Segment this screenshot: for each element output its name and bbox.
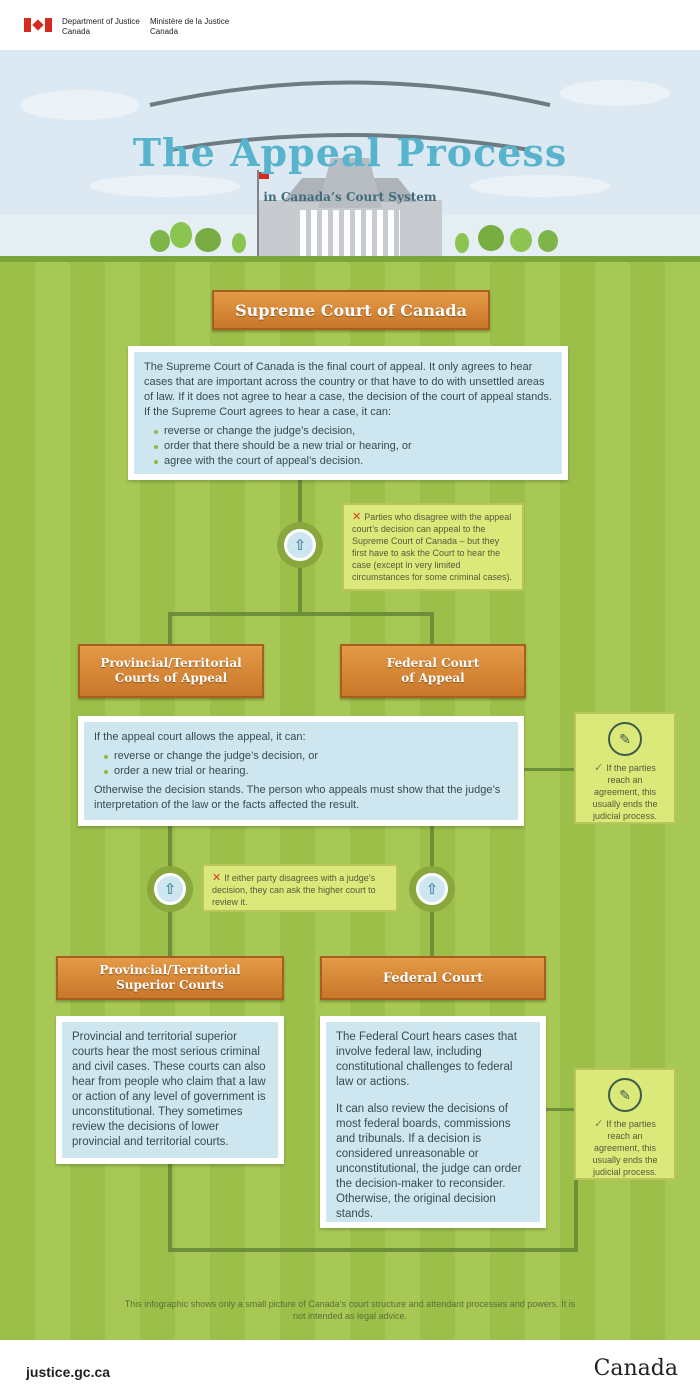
up-arrow-icon: ⇧ [147, 866, 193, 912]
appeal-outro: Otherwise the decision stands. The perso… [94, 784, 501, 811]
disclaimer: This infographic shows only a small pict… [124, 1299, 576, 1321]
tree-icon [232, 233, 246, 253]
provincial-courts-of-appeal-banner: Provincial/Territorial Courts of Appeal [78, 644, 264, 698]
connector-line [168, 1158, 172, 1250]
tree-icon [150, 230, 170, 252]
up-arrow-icon: ⇧ [277, 522, 323, 568]
page-subtitle: in Canada’s Court System [263, 190, 437, 204]
department-name-fr: Ministère de la Justice Canada [150, 17, 230, 36]
connector-line [546, 1108, 578, 1111]
title-arc-decoration [149, 80, 551, 152]
appeal-courts-description: If the appeal court allows the appeal, i… [78, 716, 524, 826]
connector-line [522, 768, 578, 771]
agreement-note: ✎ ✓If the parties reach an agreement, th… [574, 712, 676, 824]
agreement-note: ✎ ✓If the parties reach an agreement, th… [574, 1068, 676, 1180]
check-icon: ✓ [594, 1118, 604, 1130]
supreme-court-intro: The Supreme Court of Canada is the final… [144, 361, 552, 418]
tree-icon [170, 222, 192, 248]
tree-icon [455, 233, 469, 253]
canada-flag-icon [24, 18, 52, 32]
federal-court-description: The Federal Court hears cases that invol… [320, 1016, 546, 1228]
tree-icon [538, 230, 558, 252]
federal-court-paragraph: The Federal Court hears cases that invol… [336, 1031, 517, 1088]
federal-court-of-appeal-banner: Federal Court of Appeal [340, 644, 526, 698]
hero-illustration: The Appeal Process in Canada’s Court Sys… [0, 50, 700, 260]
provincial-superior-courts-banner: Provincial/Territorial Superior Courts [56, 956, 284, 1000]
ground-line [0, 256, 700, 262]
federal-court-banner: Federal Court [320, 956, 546, 1000]
tree-icon [510, 228, 532, 252]
handshake-icon: ✎ [608, 1078, 642, 1112]
connector-line [430, 612, 434, 646]
tree-icon [478, 225, 504, 251]
list-item: reverse or change the judge’s decision, [154, 424, 552, 439]
tree-icon [195, 228, 221, 252]
handshake-icon: ✎ [608, 722, 642, 756]
supreme-court-appeal-note: ✕Parties who disagree with the appeal co… [342, 503, 524, 591]
supreme-court-banner: Supreme Court of Canada [212, 290, 490, 330]
federal-court-paragraph: It can also review the decisions of most… [336, 1103, 522, 1220]
government-header: Department of Justice Canada Ministère d… [0, 0, 700, 50]
connector-line [574, 1108, 578, 1252]
up-arrow-icon: ⇧ [409, 866, 455, 912]
department-name-en: Department of Justice Canada [62, 17, 140, 36]
check-icon: ✓ [594, 762, 604, 774]
party-disagrees-note: ✕If either party disagrees with a judge’… [202, 864, 398, 912]
superior-courts-description: Provincial and territorial superior cour… [56, 1016, 284, 1164]
appeal-options: reverse or change the judge’s decision, … [104, 749, 508, 779]
footer: justice.gc.ca Canada [0, 1340, 700, 1400]
supreme-court-options: reverse or change the judge’s decision, … [154, 424, 552, 469]
website-link[interactable]: justice.gc.ca [26, 1364, 111, 1380]
appeal-intro: If the appeal court allows the appeal, i… [94, 731, 306, 743]
list-item: order a new trial or hearing. [104, 764, 508, 779]
cross-icon: ✕ [352, 511, 362, 523]
canada-wordmark: Canada [593, 1356, 678, 1381]
list-item: agree with the court of appeal’s decisio… [154, 454, 552, 469]
list-item: reverse or change the judge’s decision, … [104, 749, 508, 764]
cross-icon: ✕ [212, 872, 222, 884]
supreme-court-description: The Supreme Court of Canada is the final… [128, 346, 568, 480]
page-title: The Appeal Process [132, 130, 568, 175]
connector-line [168, 612, 172, 646]
connector-line [168, 612, 434, 616]
connector-line [168, 1248, 576, 1252]
list-item: order that there should be a new trial o… [154, 439, 552, 454]
